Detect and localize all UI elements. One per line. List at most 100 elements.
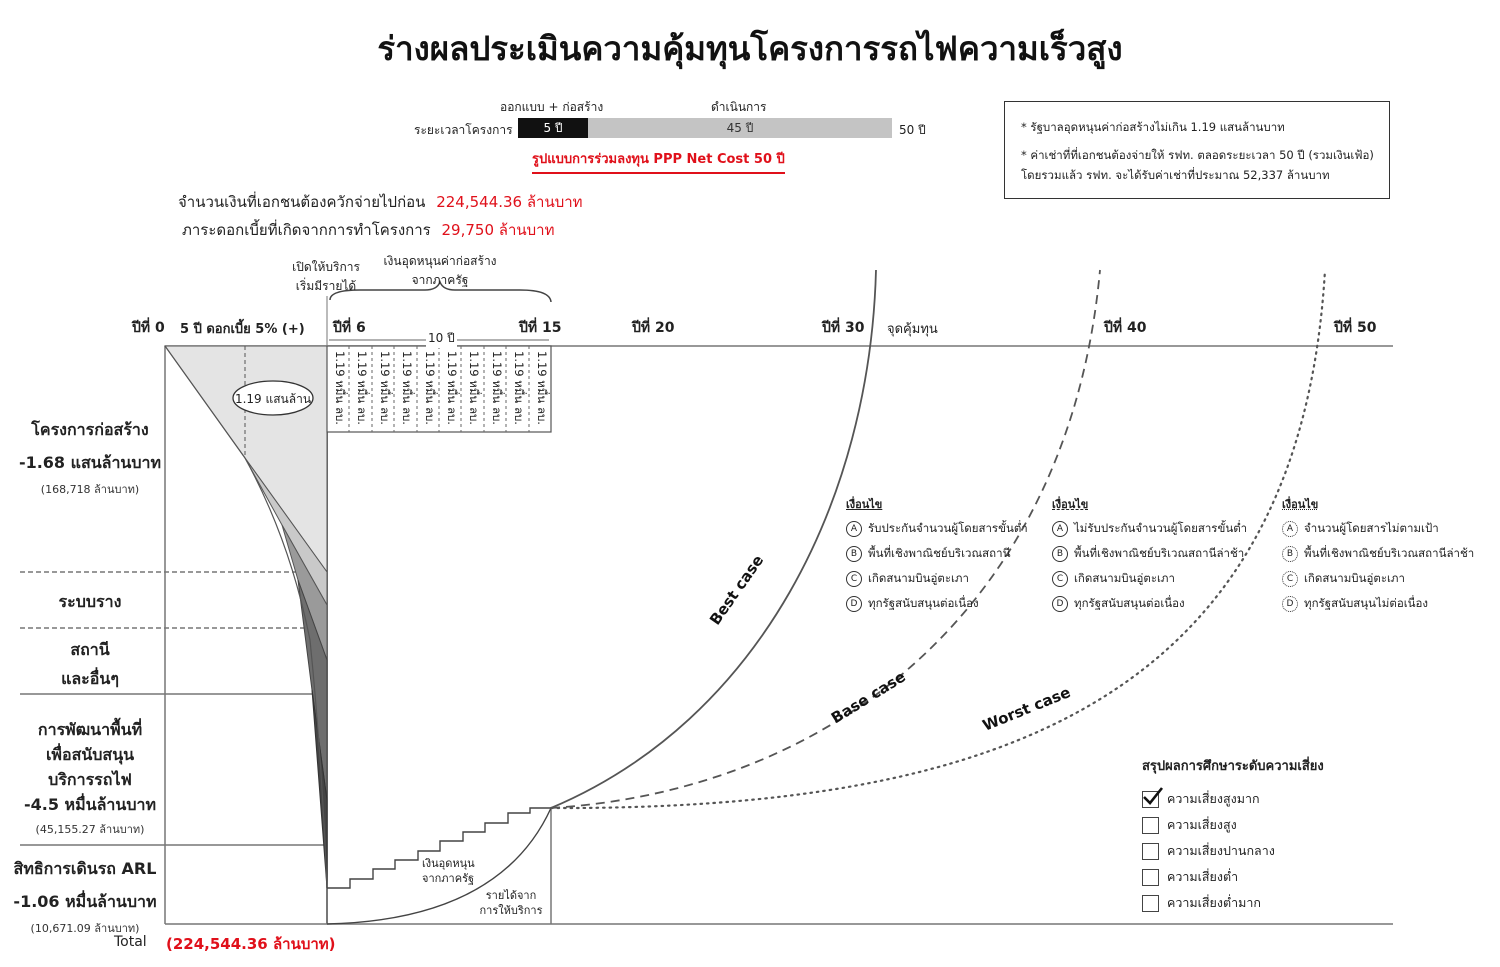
arl-label: สิทธิการเดินรถ ARL xyxy=(13,859,157,878)
letter-d-icon: D xyxy=(1052,596,1068,612)
open-service-text: เปิดให้บริการ xyxy=(292,260,360,274)
axis-year-50: ปีที่ 50 xyxy=(1334,320,1377,336)
base-cond-title: เงื่อนไข xyxy=(1052,498,1089,511)
subsidy-bubble xyxy=(232,380,314,416)
subsidy-col-3: 1.19 หมื่น ลบ. xyxy=(378,351,392,425)
base-cond-a-text: ไม่รับประกันจำนวนผู้โดยสารขั้นต่ำ xyxy=(1074,521,1248,535)
risk-level-label: ความเสี่ยงปานกลาง xyxy=(1167,843,1275,858)
upfront-label: จำนวนเงินที่เอกชนต้องควักจ่ายไปก่อน xyxy=(178,193,426,211)
timeline-phase2-bar: 45 ปี xyxy=(588,118,892,138)
timeline-total: 50 ปี xyxy=(899,123,926,137)
base-cond-b-text: พื้นที่เชิงพาณิชย์บริเวณสถานีล่าช้า xyxy=(1074,546,1245,560)
upfront-value: 224,544.36 ล้านบาท xyxy=(436,193,583,211)
letter-c-icon: C xyxy=(1282,571,1298,587)
arl-value: -1.06 หมื่นล้านบาท xyxy=(13,892,157,911)
interest-summary: ภาระดอกเบี้ยที่เกิดจากการทำโครงการ 29,75… xyxy=(182,218,554,242)
construction-label: โครงการก่อสร้าง xyxy=(31,420,149,439)
subsidy-top-label: เงินอุดหนุนค่าก่อสร้าง จากภาครัฐ xyxy=(370,252,510,290)
risk-level-label: ความเสี่ยงต่ำ xyxy=(1167,869,1239,884)
base-cond-c-text: เกิดสนามบินอู่ตะเภา xyxy=(1074,571,1175,585)
dev-sub: (45,155.27 ล้านบาท) xyxy=(35,823,145,836)
construction-sub: (168,718 ล้านบาท) xyxy=(40,483,140,496)
letter-c-icon: C xyxy=(846,571,862,587)
axis-year-40: ปีที่ 40 xyxy=(1104,320,1147,336)
segment-construction: โครงการก่อสร้าง -1.68 แสนล้านบาท (168,71… xyxy=(0,418,180,498)
start-revenue-text: เริ่มมีรายได้ xyxy=(295,279,357,293)
risk-level-high: ความเสี่ยงสูง xyxy=(1142,812,1324,838)
subsidy-col-4: 1.19 หมื่น ลบ. xyxy=(400,351,414,425)
dev-line3: บริการรถไฟ xyxy=(48,770,132,789)
axis-year-15: ปีที่ 15 xyxy=(519,320,562,336)
revenue-line2: การให้บริการ xyxy=(479,904,543,917)
axis-year-0: ปีที่ 0 xyxy=(132,320,165,336)
checkmark-icon xyxy=(1143,786,1164,805)
axis-breakeven: จุดคุ้มทุน xyxy=(887,322,938,337)
phase1-label: ออกแบบ + ก่อสร้าง xyxy=(500,100,604,114)
cost-curve xyxy=(164,345,328,889)
base-cond-d-text: ทุกรัฐสนับสนุนต่อเนื่อง xyxy=(1074,596,1185,610)
axis-interest: 5 ปี ดอกเบี้ย 5% (+) xyxy=(180,322,305,337)
letter-a-icon: A xyxy=(846,521,862,537)
best-cond-b: B พื้นที่เชิงพาณิชย์บริเวณสถานี xyxy=(846,544,1028,564)
risk-level-medium: ความเสี่ยงปานกลาง xyxy=(1142,838,1324,864)
station-line2: และอื่นๆ xyxy=(61,669,119,688)
note-box: * รัฐบาลอุดหนุนค่าก่อสร้างไม่เกิน 1.19 แ… xyxy=(1004,101,1390,199)
subsidy-top-line2: จากภาครัฐ xyxy=(411,273,469,287)
risk-level-label: ความเสี่ยงต่ำมาก xyxy=(1167,895,1261,910)
checkbox xyxy=(1142,868,1159,886)
subsidy-col-1: 1.19 หมื่น ลบ. xyxy=(333,351,347,425)
subsidy-col-5: 1.19 หมื่น ลบ. xyxy=(423,351,437,425)
note-line-1: * รัฐบาลอุดหนุนค่าก่อสร้างไม่เกิน 1.19 แ… xyxy=(1021,120,1285,134)
subsidy-step-label: เงินอุดหนุน จากภาครัฐ xyxy=(422,856,475,886)
segment-station: สถานี และอื่นๆ xyxy=(0,638,180,692)
best-cond-title: เงื่อนไข xyxy=(846,498,883,511)
subsidy-step-line1: เงินอุดหนุน xyxy=(422,857,475,870)
subsidy-col-6: 1.19 หมื่น ลบ. xyxy=(445,351,459,425)
best-cond-b-text: พื้นที่เชิงพาณิชย์บริเวณสถานี xyxy=(868,546,1011,560)
dev-line1: การพัฒนาพื้นที่ xyxy=(37,720,143,739)
upfront-summary: จำนวนเงินที่เอกชนต้องควักจ่ายไปก่อน 224,… xyxy=(178,190,583,214)
segment-dev: การพัฒนาพื้นที่ เพื่อสนับสนุน บริการรถไฟ… xyxy=(0,718,180,838)
best-cond-a-text: รับประกันจำนวนผู้โดยสารขั้นต่ำ xyxy=(868,521,1028,535)
worst-cond-title: เงื่อนไข xyxy=(1282,498,1319,511)
interest-value: 29,750 ล้านบาท xyxy=(441,221,555,239)
letter-d-icon: D xyxy=(846,596,862,612)
best-conditions: เงื่อนไข A รับประกันจำนวนผู้โดยสารขั้นต่ำ… xyxy=(846,495,1028,614)
note-line-3: โดยรวมแล้ว รฟท. จะได้รับค่าเช่าที่ประมาณ… xyxy=(1021,168,1330,182)
letter-b-icon: B xyxy=(1282,546,1298,562)
timeline-phase1-bar: 5 ปี xyxy=(518,118,588,138)
subsidy-col-7: 1.19 หมื่น ลบ. xyxy=(467,351,481,425)
subsidy-col-2: 1.19 หมื่น ลบ. xyxy=(355,351,369,425)
open-service-label: เปิดให้บริการ เริ่มมีรายได้ xyxy=(290,258,362,296)
base-cond-b: B พื้นที่เชิงพาณิชย์บริเวณสถานีล่าช้า xyxy=(1052,544,1247,564)
subsidy-brace xyxy=(329,279,552,303)
total-label: Total xyxy=(114,934,147,950)
axis-year-6: ปีที่ 6 xyxy=(333,320,366,336)
worst-cond-b-text: พื้นที่เชิงพาณิชย์บริเวณสถานีล่าช้า xyxy=(1304,546,1475,560)
axis-year-20: ปีที่ 20 xyxy=(632,320,675,336)
note-line-2: * ค่าเช่าที่ที่เอกชนต้องจ่ายให้ รฟท. ตลอ… xyxy=(1021,148,1374,162)
letter-c-icon: C xyxy=(1052,571,1068,587)
worst-cond-c-text: เกิดสนามบินอู่ตะเภา xyxy=(1304,571,1405,585)
phase2-label: ดำเนินการ xyxy=(711,100,767,114)
segment-arl: สิทธิการเดินรถ ARL -1.06 หมื่นล้านบาท (1… xyxy=(0,857,170,937)
checkbox xyxy=(1142,786,1164,808)
base-cond-d: D ทุกรัฐสนับสนุนต่อเนื่อง xyxy=(1052,594,1247,614)
letter-b-icon: B xyxy=(1052,546,1068,562)
best-case-curve xyxy=(550,269,877,809)
subsidy-bubble-label: 1.19 แสนล้าน xyxy=(234,392,312,406)
base-cond-c: C เกิดสนามบินอู่ตะเภา xyxy=(1052,569,1247,589)
timeline-label: ระยะเวลาโครงการ xyxy=(414,123,513,137)
total-value: (224,544.36 ล้านบาท) xyxy=(166,935,336,953)
risk-level-low: ความเสี่ยงต่ำ xyxy=(1142,864,1324,890)
risk-title: สรุปผลการศึกษาระดับความเสี่ยง xyxy=(1142,759,1324,774)
ppp-model: รูปแบบการร่วมลงทุน PPP Net Cost 50 ปี xyxy=(532,148,785,174)
subsidy-step-line2: จากภาครัฐ xyxy=(422,872,475,885)
letter-b-icon: B xyxy=(846,546,862,562)
revenue-curve xyxy=(326,807,552,925)
